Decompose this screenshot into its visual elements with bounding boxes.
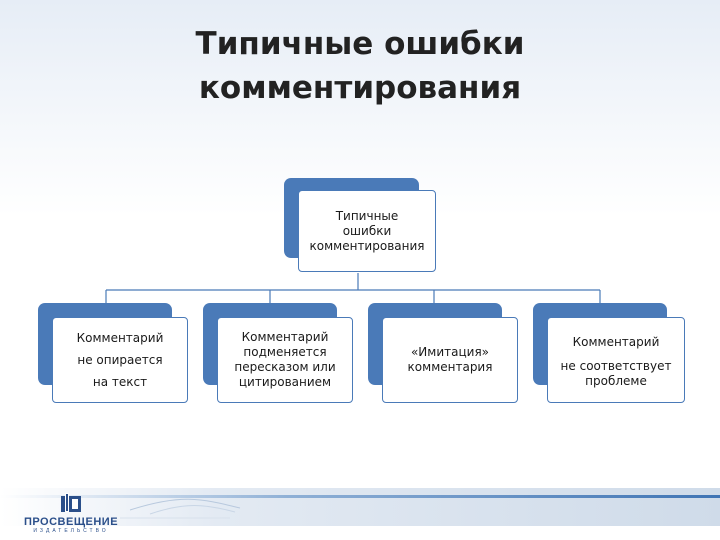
slide-title-line-1: Типичные ошибки [195,26,525,62]
child-node-1-line-3: на текст [92,375,148,389]
child-node-2-line-3: пересказом или [234,360,336,374]
footer-accent-line [0,495,720,498]
child-node-2: Комментарий подменяется пересказом или ц… [203,303,353,403]
footer-band [0,488,720,526]
root-node: Типичные ошибки комментирования [284,178,436,274]
publisher-logo: ПРОСВЕЩЕНИЕ ИЗДАТЕЛЬСТВО [12,492,130,536]
child-node-2-line-1: Комментарий [241,330,329,344]
slide-title-line-2: комментирования [198,70,522,106]
child-node-1: Комментарий не опирается на текст [38,303,188,403]
child-node-2-line-2: подменяется [243,345,327,359]
root-node-box: Типичные ошибки комментирования [298,190,436,272]
child-node-1-box: Комментарий не опирается на текст [52,317,188,403]
book-emblem-icon [61,493,81,512]
child-node-3: «Имитация» комментария [368,303,518,403]
publisher-logo-text: ПРОСВЕЩЕНИЕ [23,516,119,528]
footer-swoosh [120,498,241,519]
publisher-logo-subtext: ИЗДАТЕЛЬСТВО [33,528,109,534]
child-node-4-box: Комментарий не соответствует проблеме [547,317,685,403]
child-node-4: Комментарий не соответствует проблеме [533,303,685,403]
child-node-4-line-1: Комментарий [572,335,660,349]
child-node-2-box: Комментарий подменяется пересказом или ц… [217,317,353,403]
child-node-4-line-2: не соответствует [560,359,672,373]
child-node-4-line-3: проблеме [585,374,647,388]
child-node-3-line-1: «Имитация» [410,345,490,359]
child-node-3-line-2: комментария [407,360,493,374]
root-node-line-3: комментирования [309,238,425,253]
slide-title: Типичные ошибки комментирования [160,22,560,110]
child-node-3-box: «Имитация» комментария [382,317,518,403]
child-node-1-line-1: Комментарий [76,331,164,345]
root-node-line-1: Типичные [335,208,399,223]
root-node-line-2: ошибки [342,223,392,238]
child-node-1-line-2: не опирается [77,353,163,367]
child-node-2-line-4: цитированием [238,375,332,389]
